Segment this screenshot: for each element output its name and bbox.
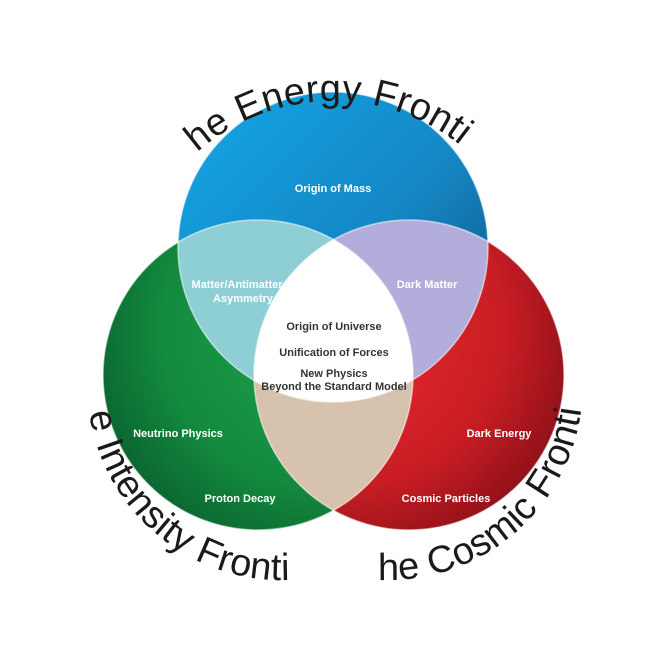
cosmic-particles-label: Cosmic Particles bbox=[402, 493, 491, 505]
center-overlap bbox=[254, 220, 413, 402]
unification-of-forces-label: Unification of Forces bbox=[279, 347, 388, 359]
new-physics-label: New Physics bbox=[300, 368, 367, 380]
matter-antimatter-label: Matter/Antimatter bbox=[191, 279, 283, 291]
dark-matter-label: Dark Matter bbox=[397, 279, 458, 291]
origin-of-universe-label: Origin of Universe bbox=[286, 321, 381, 333]
beyond-standard-model-label: Beyond the Standard Model bbox=[261, 381, 406, 393]
asymmetry-label: Asymmetry bbox=[213, 293, 274, 305]
neutrino-physics-label: Neutrino Physics bbox=[133, 428, 223, 440]
origin-of-mass-label: Origin of Mass bbox=[295, 183, 371, 195]
proton-decay-label: Proton Decay bbox=[205, 493, 277, 505]
dark-energy-label: Dark Energy bbox=[467, 428, 533, 440]
